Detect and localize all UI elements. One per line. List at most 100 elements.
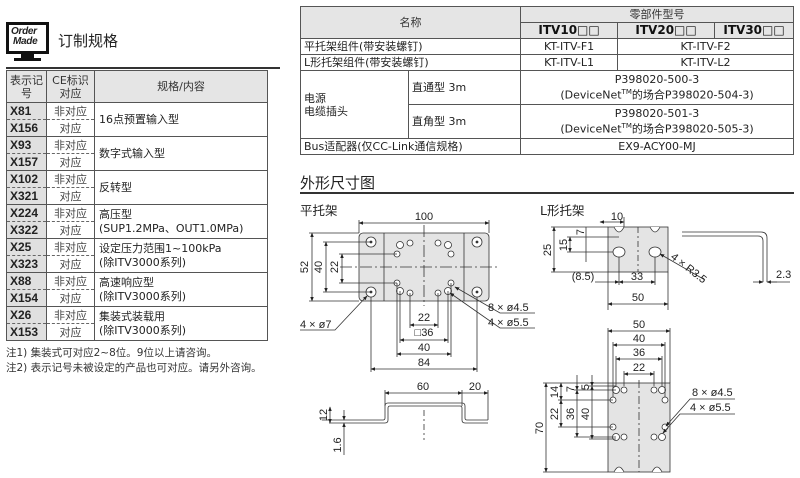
header-spec: 规格/内容	[94, 70, 268, 103]
part-number: KT-ITV-L2	[617, 54, 794, 71]
dim-text: 70	[534, 422, 546, 434]
logo-text-line2: Made	[13, 36, 38, 47]
dim-text: 4 × R3.5	[668, 251, 708, 286]
header-itv20: ITV20□□	[617, 22, 716, 39]
order-made-title: 订制规格	[58, 31, 119, 50]
dim-text: 50	[632, 292, 644, 304]
dim-text: 22	[329, 261, 341, 273]
notes: 注1) 集装式可对应2~8位。9位以上请咨询。 注2) 表示记号未被设定的产品也…	[6, 346, 262, 376]
header-ce: CE标识对应	[46, 70, 95, 103]
spec: 16点预置输入型	[94, 102, 268, 137]
divider	[6, 67, 280, 69]
dim-text: 40	[580, 408, 592, 420]
row-name: 电源电缆插头	[300, 70, 409, 139]
ce-status: 非对应	[46, 306, 95, 324]
dim-text: 8 × ø4.5	[692, 387, 733, 399]
dim-text: 33	[631, 271, 643, 283]
code: X156	[6, 119, 47, 137]
code: X322	[6, 221, 47, 239]
dim-text: 40	[418, 342, 430, 354]
dim-text: 50	[633, 319, 645, 331]
spec: 高压型(SUP1.2MPa、OUT1.0MPa)	[94, 204, 268, 239]
dim-text: 36	[633, 347, 645, 359]
dim-text: 5	[580, 384, 592, 390]
table-row: L形托架组件(带安装螺钉) KT-ITV-L1 KT-ITV-L2	[299, 54, 794, 71]
code: X93	[6, 136, 47, 154]
spec: 设定压力范围1~100kPa(除ITV3000系列)	[94, 238, 268, 273]
dim-text: 40	[313, 261, 325, 273]
flat-bracket-title: 平托架	[300, 203, 338, 218]
l-bracket-top	[607, 226, 669, 273]
dim-text: 60	[417, 381, 429, 393]
code: X88	[6, 272, 47, 290]
part-number: P398020-500-3 (DeviceNetTM的场合P398020-504…	[520, 70, 794, 105]
code: X321	[6, 187, 47, 205]
ce-status: 非对应	[46, 204, 95, 222]
dim-text: 84	[418, 357, 430, 369]
dim-text: 1.6	[332, 437, 344, 452]
ce-status: 对应	[46, 187, 95, 205]
dim-text: 100	[415, 211, 433, 223]
l-bracket-front	[607, 380, 671, 473]
dim-text: 22	[418, 312, 430, 324]
flat-bracket-side	[329, 402, 488, 440]
logo-text-line1: Order	[11, 26, 37, 37]
code: X153	[6, 323, 47, 341]
code: X26	[6, 306, 47, 324]
ce-status: 非对应	[46, 272, 95, 290]
ce-status: 对应	[46, 323, 95, 341]
divider	[300, 192, 794, 194]
dim-text: 4 × ø5.5	[690, 402, 731, 414]
dim-text: 7	[575, 229, 587, 235]
l-bracket-title: L形托架	[540, 203, 585, 218]
dim-text: 22	[549, 408, 561, 420]
dim-text: 14	[549, 386, 561, 398]
row-name: L形托架组件(带安装螺钉)	[299, 54, 522, 71]
dim-text: 25	[542, 244, 554, 256]
spec: 高速响应型(除ITV3000系列)	[94, 272, 268, 307]
dim-text: 22	[633, 362, 645, 374]
cable-type: 直通型 3m	[407, 70, 522, 105]
dim-text: 2.3	[776, 269, 791, 281]
ce-status: 非对应	[46, 136, 95, 154]
spec: 数字式输入型	[94, 136, 268, 171]
dim-text: 8 × ø4.5	[488, 302, 529, 314]
code: X224	[6, 204, 47, 222]
parts-table: 名称 零部件型号 ITV10□□ ITV20□□ ITV30□□ 平托架组件(带…	[299, 6, 794, 155]
spec: 集装式装载用(除ITV3000系列)	[94, 306, 268, 341]
dim-text: 4 × ø5.5	[488, 317, 529, 329]
row-name: Bus适配器(仅CC-Link通信规格)	[299, 138, 522, 155]
dim-text: 7	[565, 386, 577, 392]
dim-text: 10	[611, 211, 623, 223]
dimensions-title: 外形尺寸图	[300, 174, 376, 192]
code: X102	[6, 170, 47, 188]
part-number: EX9-ACY00-MJ	[520, 138, 794, 155]
dim-text: 15	[558, 239, 570, 251]
dim-text: 12	[318, 409, 330, 421]
note-2: 注2) 表示记号未被设定的产品也可对应。请另外咨询。	[6, 362, 262, 374]
part-number: KT-ITV-L1	[520, 54, 619, 71]
note-1: 注1) 集装式可对应2~8位。9位以上请咨询。	[6, 347, 217, 359]
dim-text: 36	[565, 408, 577, 420]
ce-status: 非对应	[46, 102, 95, 120]
header-name: 名称	[299, 6, 522, 39]
flat-bracket-plate	[340, 225, 500, 306]
dim-text: 20	[469, 381, 481, 393]
ce-status: 对应	[46, 289, 95, 307]
table-row: 电源电缆插头 直通型 3m P398020-500-3 (DeviceNetTM…	[300, 70, 794, 139]
header-part-no: 零部件型号	[520, 6, 794, 23]
code: X25	[6, 238, 47, 256]
